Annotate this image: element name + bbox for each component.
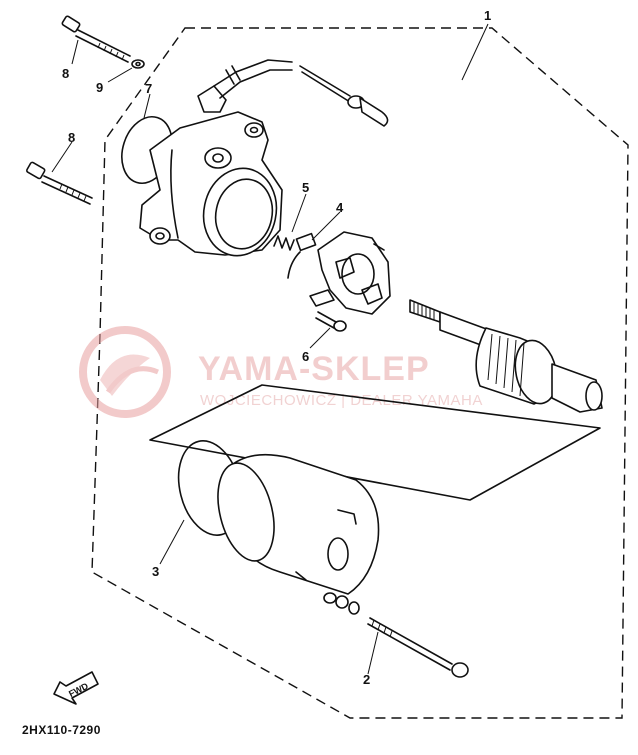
callout-9: 9 bbox=[96, 80, 103, 95]
part-8-bolt-lower[interactable] bbox=[26, 161, 93, 205]
part-4-brush-holder[interactable] bbox=[287, 231, 391, 315]
callout-8-upper: 8 bbox=[62, 66, 69, 81]
part-2-through-bolt[interactable] bbox=[367, 617, 469, 678]
callout-4: 4 bbox=[336, 200, 344, 215]
watermark-logo bbox=[79, 326, 171, 418]
armature[interactable] bbox=[409, 299, 603, 413]
callout-6: 6 bbox=[302, 349, 309, 364]
yoke-assembly-boundary bbox=[149, 384, 601, 501]
lead-wire-boot[interactable] bbox=[197, 59, 293, 113]
forward-direction-arrow: FWD bbox=[53, 671, 99, 705]
part-8-bolt-upper[interactable] bbox=[61, 15, 131, 63]
callout-3: 3 bbox=[152, 564, 159, 579]
part-6-screw[interactable] bbox=[315, 311, 347, 332]
assembly-boundary bbox=[91, 27, 629, 719]
callout-1: 1 bbox=[484, 8, 491, 23]
part-5-brush-spring[interactable] bbox=[273, 235, 295, 251]
part-4-brush-plate-tab bbox=[309, 289, 335, 307]
leader-lines bbox=[51, 23, 489, 675]
callout-2: 2 bbox=[363, 672, 370, 687]
part-9-washer[interactable] bbox=[131, 59, 145, 69]
watermark-brand: YAMA-SKLEP bbox=[198, 350, 430, 388]
lead-wire-terminal[interactable] bbox=[299, 65, 389, 127]
yoke-washers[interactable] bbox=[323, 592, 360, 615]
callout-5: 5 bbox=[302, 180, 309, 195]
rear-bracket[interactable] bbox=[139, 111, 284, 263]
yoke-housing[interactable] bbox=[209, 453, 380, 595]
callout-8-lower: 8 bbox=[68, 130, 75, 145]
drawing-code: 2HX110-7290 bbox=[22, 723, 101, 737]
callout-7: 7 bbox=[145, 81, 152, 96]
